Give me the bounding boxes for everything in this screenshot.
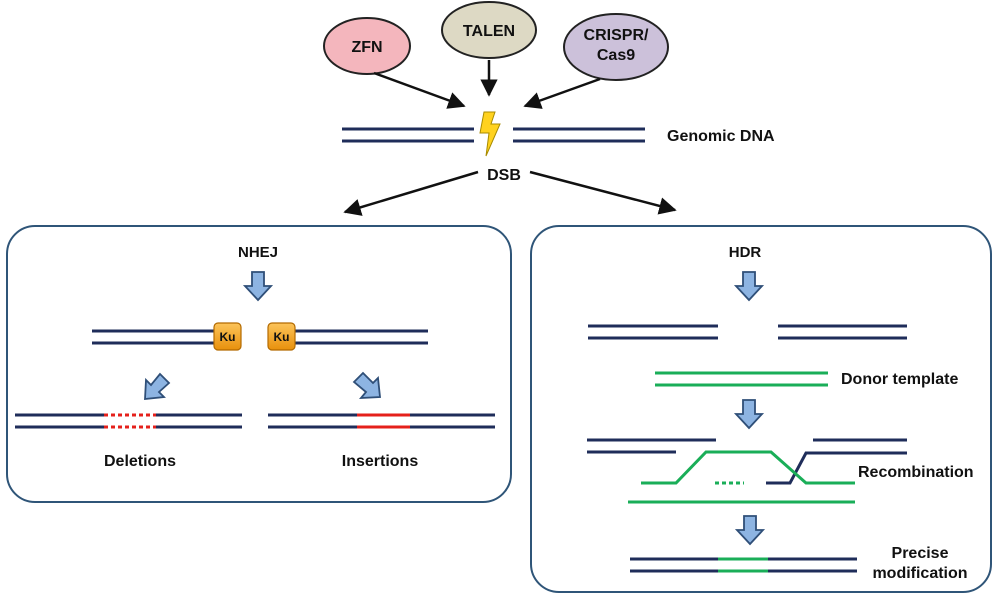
hdr-broken-dna [588, 324, 907, 340]
ku-protein-left: Ku [213, 322, 242, 351]
hdr-down-arrow-2-icon [733, 399, 765, 430]
insertion-arrow-icon [352, 371, 381, 400]
crispr-label: CRISPR/Cas9 [584, 27, 649, 64]
zfn-node: ZFN [323, 17, 411, 75]
lightning-bolt-icon [479, 111, 501, 157]
hdr-panel: HDR Donor template Recombination [530, 225, 992, 593]
deletions-label: Deletions [104, 453, 176, 470]
hdr-down-arrow-1-icon [733, 271, 765, 302]
hdr-title: HDR [729, 244, 762, 261]
talen-node: TALEN [441, 1, 537, 59]
genomic-dna-label: Genomic DNA [667, 128, 775, 145]
recombination-label: Recombination [858, 464, 974, 481]
genomic-dna [342, 127, 645, 143]
crispr-arrow [523, 77, 601, 109]
hdr-path-arrow [529, 170, 677, 215]
nhej-title: NHEJ [238, 244, 278, 261]
nhej-down-arrow-icon [242, 271, 274, 302]
zfn-arrow [373, 71, 466, 109]
crispr-node: CRISPR/Cas9 [563, 13, 669, 81]
dsb-label: DSB [487, 167, 521, 184]
insertion-segment [357, 413, 410, 429]
ku-protein-right: Ku [267, 322, 296, 351]
donor-template-label: Donor template [841, 371, 958, 388]
ku-label: Ku [220, 330, 236, 344]
recombination-strands [587, 438, 907, 504]
nhej-path-arrow [343, 170, 479, 216]
deletion-arrow-icon [144, 372, 171, 401]
modified-dna [630, 557, 857, 573]
hdr-down-arrow-3-icon [734, 515, 766, 546]
zfn-label: ZFN [351, 39, 382, 56]
donor-template-dna [655, 371, 828, 387]
deletion-gap [104, 413, 156, 429]
insertion-dna [268, 413, 495, 429]
ku-label: Ku [274, 330, 290, 344]
insertions-label: Insertions [342, 453, 419, 470]
deletion-dna [15, 413, 242, 429]
talen-label: TALEN [463, 23, 515, 40]
nhej-panel: NHEJ Ku Ku [6, 225, 512, 503]
